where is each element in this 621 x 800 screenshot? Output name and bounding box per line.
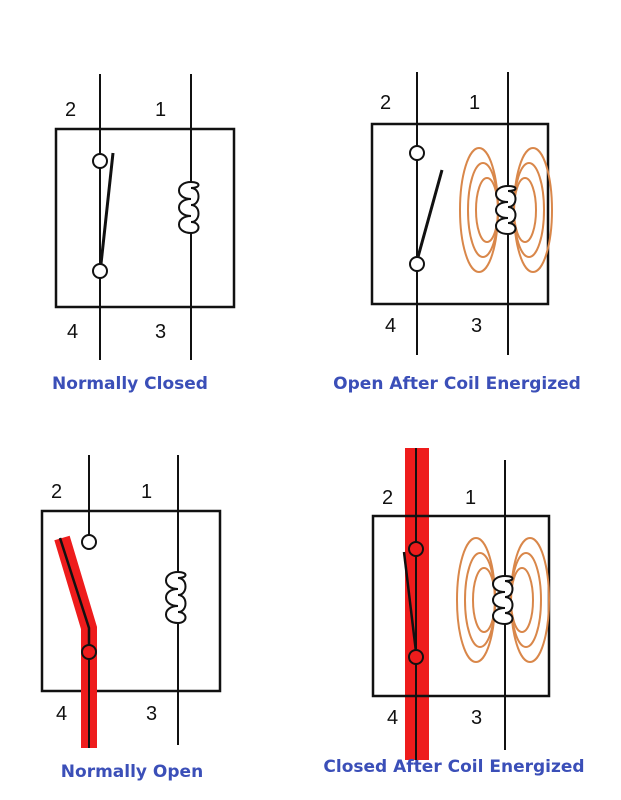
relay-housing — [40, 509, 222, 693]
pin-label-3: 3 — [471, 315, 482, 337]
coil-icon — [178, 181, 200, 235]
pin-label-4: 4 — [67, 321, 78, 343]
pin-label-1: 1 — [465, 487, 476, 509]
relay-housing — [54, 127, 236, 309]
caption-normally-closed: Normally Closed — [52, 374, 208, 394]
coil-icon — [495, 185, 517, 236]
caption-open-after-energized: Open After Coil Energized — [333, 374, 581, 394]
pin-label-3: 3 — [471, 707, 482, 729]
panel-normally-closed: 2 1 4 3 Normally Closed — [52, 74, 236, 394]
relay-housing — [370, 122, 550, 306]
pin-label-4: 4 — [56, 703, 67, 725]
pin-label-2: 2 — [51, 481, 62, 503]
coil-icon — [165, 571, 187, 625]
switch-arm — [58, 537, 91, 650]
pin-label-4: 4 — [385, 315, 396, 337]
contact-terminal-2 — [81, 534, 97, 550]
contact-terminal-4 — [408, 649, 424, 665]
pin-label-4: 4 — [387, 707, 398, 729]
contact-terminal-2 — [409, 145, 425, 161]
contact-terminal-2 — [408, 541, 424, 557]
pin-label-3: 3 — [146, 703, 157, 725]
panel-open-after-energized: 2 1 4 3 Open After Coil Energized — [333, 72, 581, 394]
pin-label-1: 1 — [155, 99, 166, 121]
pin-label-2: 2 — [382, 487, 393, 509]
caption-closed-after-energized: Closed After Coil Energized — [323, 757, 584, 777]
pin-label-2: 2 — [65, 99, 76, 121]
contact-terminal-4 — [92, 263, 108, 279]
switch-arm — [416, 169, 444, 258]
switch-arm — [402, 551, 418, 653]
caption-normally-open: Normally Open — [61, 762, 203, 782]
pin-label-1: 1 — [141, 481, 152, 503]
switch-arm — [99, 152, 115, 265]
panel-normally-open: 2 1 4 3 Normally Open — [40, 455, 222, 782]
contact-terminal-2 — [92, 153, 108, 169]
coil-icon — [492, 575, 514, 626]
panel-closed-after-energized: 2 1 4 3 Closed After Coil Energized — [323, 448, 585, 777]
contact-terminal-4 — [81, 644, 97, 660]
pin-label-2: 2 — [380, 92, 391, 114]
pin-label-3: 3 — [155, 321, 166, 343]
pin-label-1: 1 — [469, 92, 480, 114]
contact-terminal-4 — [409, 256, 425, 272]
